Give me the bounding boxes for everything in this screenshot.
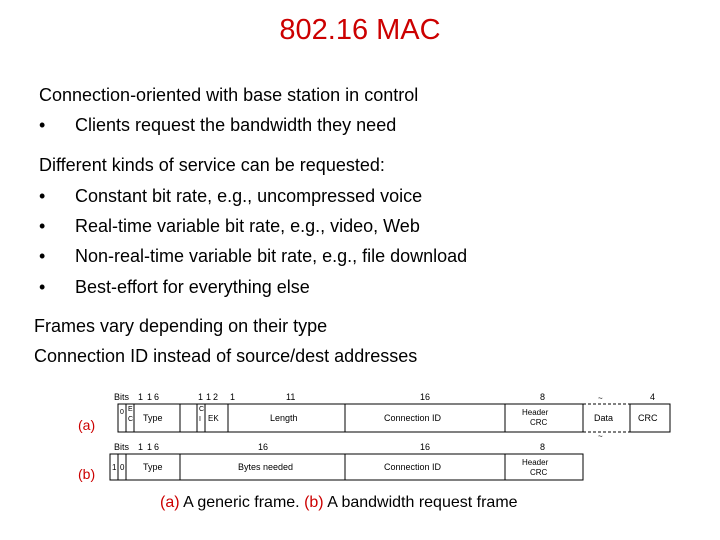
- field-a-header-crc: CRC: [530, 418, 548, 427]
- bullet-glyph: •: [39, 115, 46, 135]
- bullet-glyph: •: [39, 277, 46, 297]
- caption-b-tag: (b): [304, 494, 324, 511]
- field-a-ek: EK: [208, 414, 219, 423]
- frame-a-label: (a): [78, 417, 96, 433]
- bit-a-2: 6: [154, 392, 159, 402]
- bit-b-3: 16: [258, 442, 268, 452]
- field-a-length: Length: [270, 413, 298, 423]
- field-b-bytes-needed: Bytes needed: [238, 462, 293, 472]
- slide-title: 802.16 MAC: [279, 14, 441, 46]
- caption-b-text: A bandwidth request frame: [327, 494, 518, 511]
- frame-a-header-box: [117, 403, 584, 433]
- field-a-header: Header: [522, 408, 549, 417]
- caption-a-tag: (a): [160, 494, 180, 511]
- field-a-e: E: [128, 406, 133, 413]
- bit-a-7: 11: [286, 392, 295, 402]
- field-a-0: 0: [120, 409, 124, 416]
- block2-bullet-4: Best-effort for everything else: [75, 277, 310, 297]
- field-a-type: Type: [143, 413, 163, 423]
- field-b-connection-id: Connection ID: [384, 462, 442, 472]
- bit-a-5: 2: [213, 392, 218, 402]
- field-b-header: Header: [522, 458, 549, 467]
- field-a-ci-i: I: [199, 416, 201, 423]
- bit-a-9: 8: [540, 392, 545, 402]
- block1-heading: Connection-oriented with base station in…: [39, 85, 419, 105]
- break-mark-bottom: ~: [598, 432, 603, 441]
- bit-b-5: 8: [540, 442, 545, 452]
- break-mark-top: ~: [598, 394, 603, 403]
- bit-a-8: 16: [420, 392, 430, 402]
- field-b-0: 0: [120, 463, 125, 472]
- frame-b-box: [109, 453, 584, 481]
- bullet-glyph: •: [39, 246, 46, 266]
- block2-heading: Different kinds of service can be reques…: [39, 155, 385, 175]
- bit-b-0: 1: [138, 442, 143, 452]
- bit-a-4: 1: [206, 392, 211, 402]
- bullet-glyph: •: [39, 216, 46, 236]
- frame-b-label: (b): [78, 466, 96, 482]
- block2-bullet-2: Real-time variable bit rate, e.g., video…: [75, 216, 420, 236]
- bit-a-0: 1: [138, 392, 143, 402]
- bit-a-3: 1: [198, 392, 203, 402]
- block3-line-2: Connection ID instead of source/dest add…: [34, 346, 418, 366]
- bit-a-6: 1: [230, 392, 235, 402]
- field-b-1: 1: [112, 463, 117, 472]
- bit-b-2: 6: [154, 442, 159, 452]
- caption-a-text: A generic frame.: [183, 494, 300, 511]
- block1-bullet-1: Clients request the bandwidth they need: [75, 115, 397, 135]
- block2-bullet-1: Constant bit rate, e.g., uncompressed vo…: [75, 186, 423, 206]
- field-a-crc: CRC: [638, 413, 658, 423]
- field-a-data: Data: [594, 413, 613, 423]
- bits-word-b: Bits: [114, 442, 130, 452]
- block3-line-1: Frames vary depending on their type: [34, 316, 328, 336]
- figure-caption: (a) A generic frame. (b) A bandwidth req…: [160, 494, 518, 512]
- bit-b-4: 16: [420, 442, 430, 452]
- bit-a-1: 1: [147, 392, 152, 402]
- bit-b-1: 1: [147, 442, 152, 452]
- frame-a-crc-box: [629, 403, 671, 433]
- field-a-connection-id: Connection ID: [384, 413, 442, 423]
- field-b-type: Type: [143, 462, 163, 472]
- bits-word-a: Bits: [114, 392, 130, 402]
- bullet-glyph: •: [39, 186, 46, 206]
- block2-bullet-3: Non-real-time variable bit rate, e.g., f…: [75, 246, 468, 266]
- field-a-ci-c: C: [199, 406, 204, 413]
- field-a-c: C: [128, 416, 133, 423]
- bit-a-10: 4: [650, 392, 655, 402]
- field-b-header-crc: CRC: [530, 468, 548, 477]
